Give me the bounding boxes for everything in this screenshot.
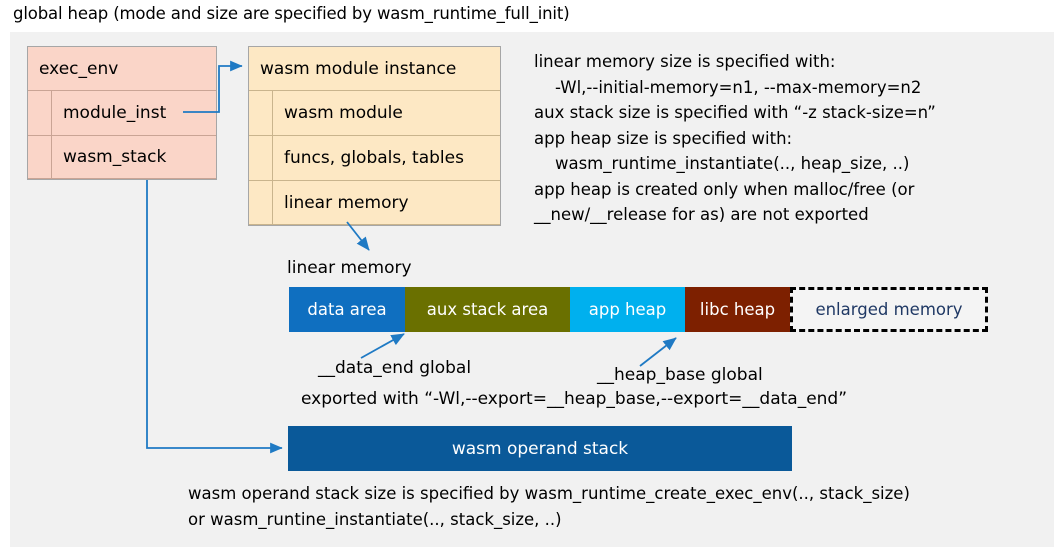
module-instance-field-linear-memory-label: linear memory	[284, 192, 409, 213]
module-instance-field-wasm-module: wasm module	[249, 91, 500, 136]
memory-segment-app-heap: app heap	[570, 287, 685, 332]
exec-env-gutter	[28, 136, 52, 178]
exec-env-box: exec_env module_inst wasm_stack	[27, 46, 217, 180]
exec-env-title: exec_env	[39, 58, 119, 79]
exec-env-field-wasm-stack-label: wasm_stack	[63, 147, 167, 167]
memory-segment-aux-stack-area: aux stack area	[405, 287, 570, 332]
module-instance-gutter	[249, 91, 273, 135]
memory-segment-enlarged-memory: enlarged memory	[790, 287, 988, 332]
exec-env-gutter	[28, 91, 52, 135]
heap-base-annotation: __heap_base global	[597, 365, 763, 385]
wasm-operand-stack-box: wasm operand stack	[288, 426, 792, 471]
module-instance-field-linear-memory: linear memory	[249, 181, 500, 225]
exec-env-field-module-inst: module_inst	[28, 91, 216, 136]
module-instance-field-funcs-globals-tables-label: funcs, globals, tables	[284, 148, 464, 168]
exported-with-annotation: exported with “-Wl,--export=__heap_base,…	[301, 389, 848, 409]
linear-memory-notes: linear memory size is specified with: -W…	[534, 52, 936, 224]
wasm-module-instance-box: wasm module instance wasm module funcs, …	[248, 46, 501, 226]
module-instance-title: wasm module instance	[260, 58, 457, 79]
data-end-annotation: __data_end global	[318, 358, 472, 378]
module-instance-header-row: wasm module instance	[249, 47, 500, 91]
memory-segment-libc-heap: libc heap	[685, 287, 790, 332]
module-instance-field-funcs-globals-tables: funcs, globals, tables	[249, 136, 500, 181]
operand-stack-notes: wasm operand stack size is specified by …	[188, 484, 910, 529]
exec-env-field-wasm-stack: wasm_stack	[28, 136, 216, 179]
page-title: global heap (mode and size are specified…	[13, 4, 570, 23]
linear-memory-caption: linear memory	[287, 258, 412, 278]
module-instance-gutter	[249, 136, 273, 180]
exec-env-header-row: exec_env	[28, 47, 216, 91]
module-instance-gutter	[249, 181, 273, 224]
memory-segment-data-area: data area	[289, 287, 405, 332]
exec-env-field-module-inst-label: module_inst	[63, 103, 167, 123]
module-instance-field-wasm-module-label: wasm module	[284, 103, 403, 123]
